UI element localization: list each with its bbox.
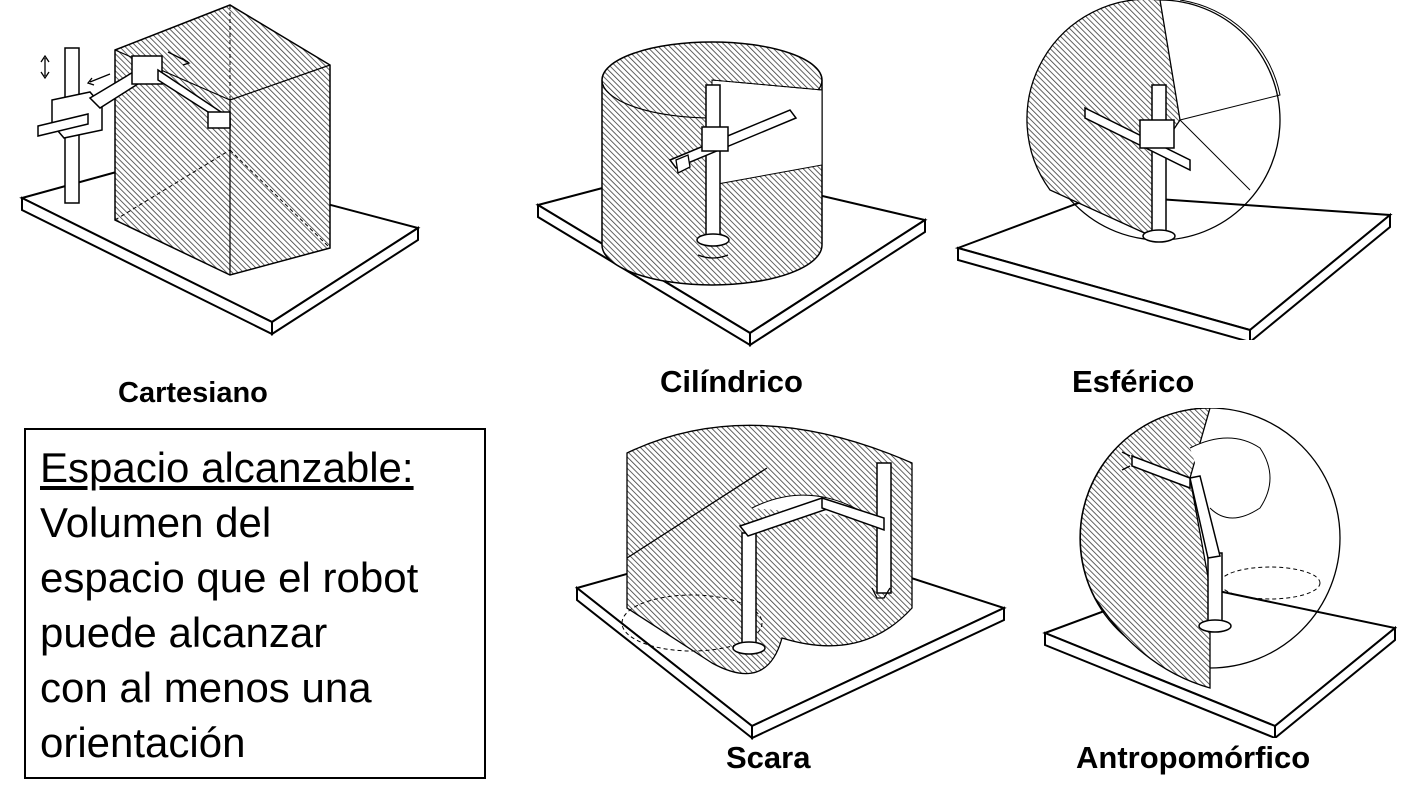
anthropomorphic-label: Antropomórfico [1076, 740, 1311, 775]
definition-text: Volumen del espacio que el robot puede a… [40, 499, 419, 766]
cartesian-label: Cartesiano [118, 377, 268, 409]
scara-robot-figure [574, 424, 1007, 741]
spherical-label: Esférico [1072, 364, 1195, 399]
scara-label: Scara [726, 740, 811, 775]
definition-term: Espacio alcanzable: [40, 444, 414, 491]
cylindrical-robot-figure [535, 41, 928, 347]
cartesian-robot-figure [19, 4, 421, 336]
anthropomorphic-robot-figure [1042, 408, 1398, 738]
cylindrical-label: Cilíndrico [660, 364, 803, 399]
spherical-robot-figure [954, 0, 1393, 340]
definition-box: Espacio alcanzable: Volumen del espacio … [24, 428, 486, 779]
